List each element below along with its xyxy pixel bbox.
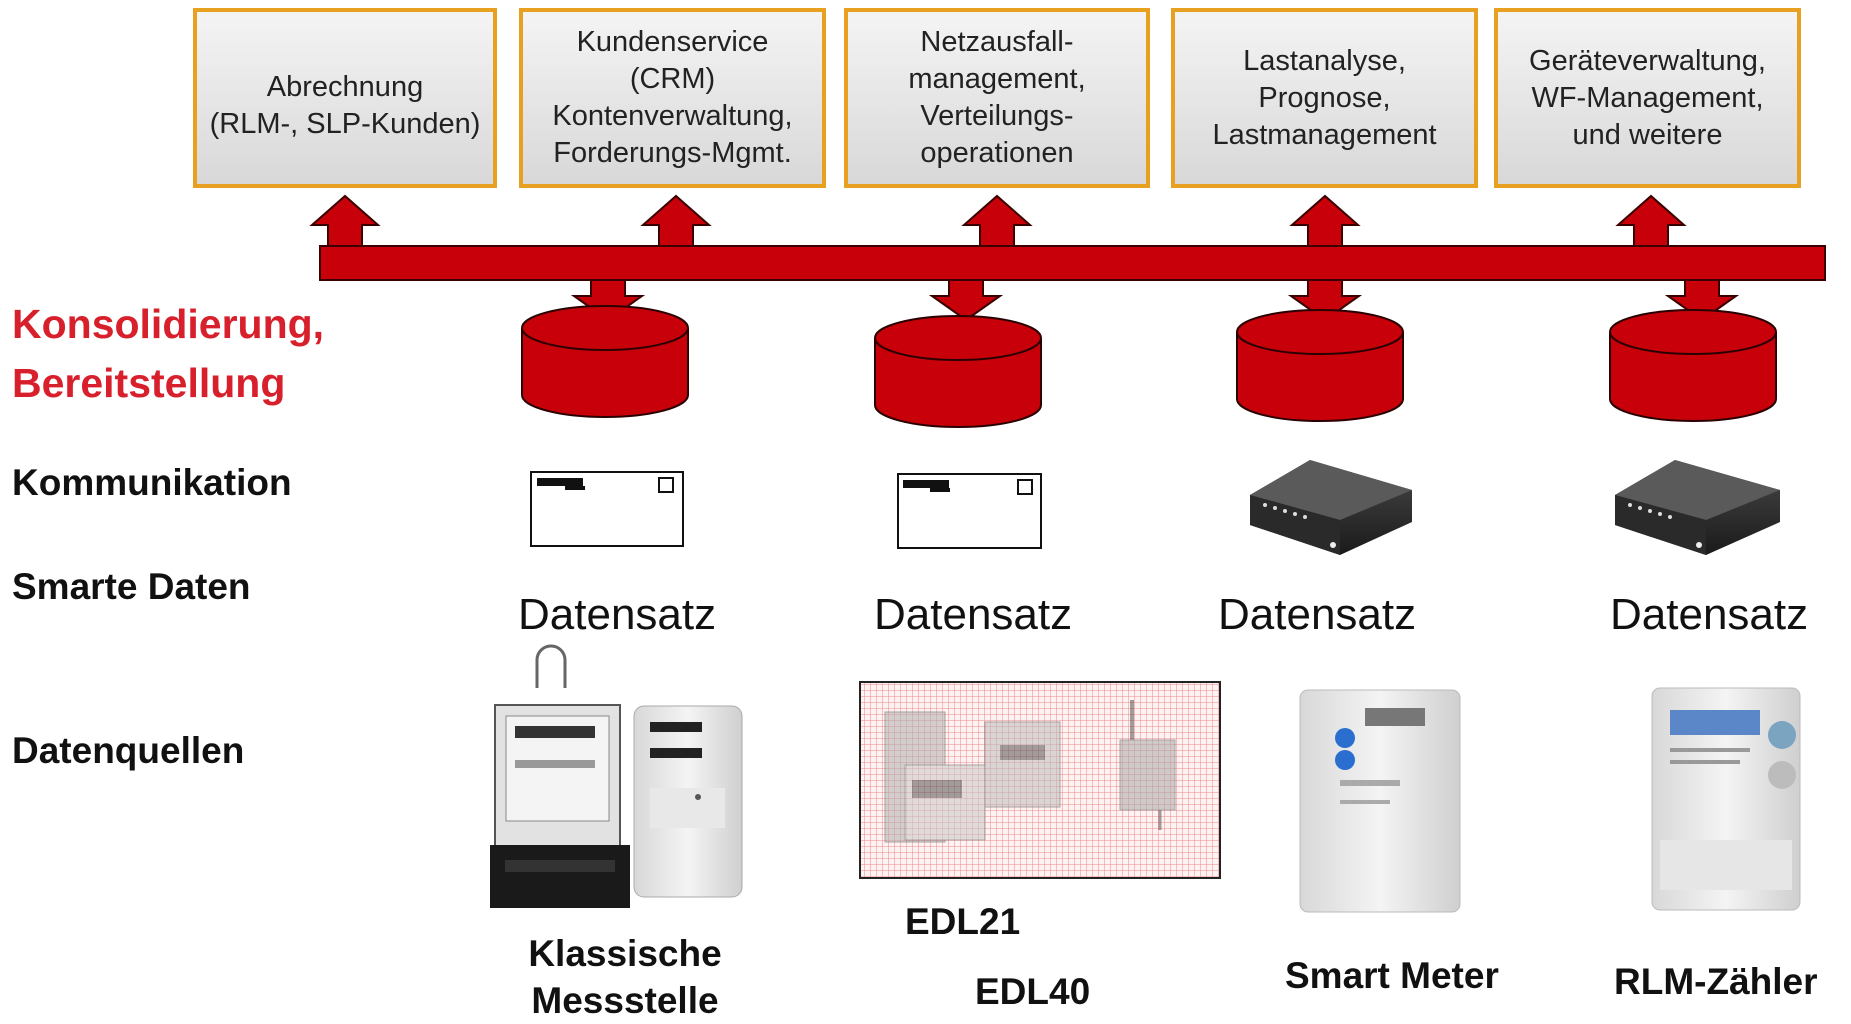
dataset-label: Datensatz: [1610, 590, 1809, 639]
system-box-netzausfall: Netzausfall- management, Verteilungs- op…: [844, 8, 1150, 188]
down-arrow-icon: [1664, 279, 1740, 322]
edl-panel: [859, 681, 1221, 879]
bus-down-arrows: [570, 279, 1740, 322]
database-icon: [1236, 309, 1404, 422]
database-cylinders: [521, 305, 1777, 428]
system-box-kundenservice: Kundenservice (CRM) Kontenverwaltung, Fo…: [519, 8, 826, 188]
source-label-klassische-messstelle: Klassische Messstelle: [528, 933, 722, 1021]
source-label-edl40: EDL40: [975, 971, 1091, 1012]
layer-label-kommunikation: Kommunikation: [12, 462, 292, 503]
smart-meter-icon: [1299, 689, 1461, 913]
source-label-smart-meter: Smart Meter: [1285, 955, 1499, 996]
data-bus-bar: [319, 245, 1826, 281]
up-arrow-icon: [309, 194, 381, 247]
database-icon: [1609, 309, 1777, 422]
database-icon: [874, 315, 1042, 428]
up-arrow-icon: [1615, 194, 1687, 247]
router-icon: [1615, 460, 1780, 555]
system-box-label: Geräteverwaltung, WF-Management, und wei…: [1529, 44, 1766, 151]
rlm-meter-icon: [1651, 687, 1801, 911]
down-arrow-icon: [928, 279, 1004, 322]
system-box-abrechnung: Abrechnung (RLM-, SLP-Kunden): [193, 8, 497, 188]
layer-label-datenquellen: Datenquellen: [12, 730, 245, 771]
down-arrow-icon: [1287, 279, 1363, 322]
classic-meter-icon: [490, 644, 630, 908]
database-icon: [521, 305, 689, 418]
up-arrow-icon: [961, 194, 1033, 247]
layer-label-smarte-daten: Smarte Daten: [12, 566, 251, 607]
dataset-label: Datensatz: [1218, 590, 1417, 639]
letter-icon: [897, 473, 1042, 549]
system-box-lastanalyse: Lastanalyse, Prognose, Lastmanagement: [1171, 8, 1478, 188]
dataset-label: Datensatz: [518, 590, 717, 639]
system-box-label: Kundenservice (CRM) Kontenverwaltung, Fo…: [552, 26, 793, 169]
router-icon: [1250, 460, 1412, 555]
bus-up-arrows: [309, 194, 1687, 247]
electronic-meter-icon: [633, 705, 743, 898]
source-label-edl21: EDL21: [905, 901, 1021, 942]
source-label-rlm-zaehler: RLM-Zähler: [1614, 961, 1818, 1002]
layer-label-konsolidierung: Konsolidierung, Bereitstellung: [12, 301, 325, 406]
system-box-label: Lastanalyse, Prognose, Lastmanagement: [1212, 44, 1437, 151]
system-box-geraeteverwaltung: Geräteverwaltung, WF-Management, und wei…: [1494, 8, 1801, 188]
system-box-label: Netzausfall- management, Verteilungs- op…: [908, 26, 1086, 169]
system-box-label: Abrechnung (RLM-, SLP-Kunden): [209, 71, 481, 140]
up-arrow-icon: [640, 194, 712, 247]
up-arrow-icon: [1289, 194, 1361, 247]
dataset-label: Datensatz: [874, 590, 1073, 639]
letter-icon: [530, 471, 684, 547]
